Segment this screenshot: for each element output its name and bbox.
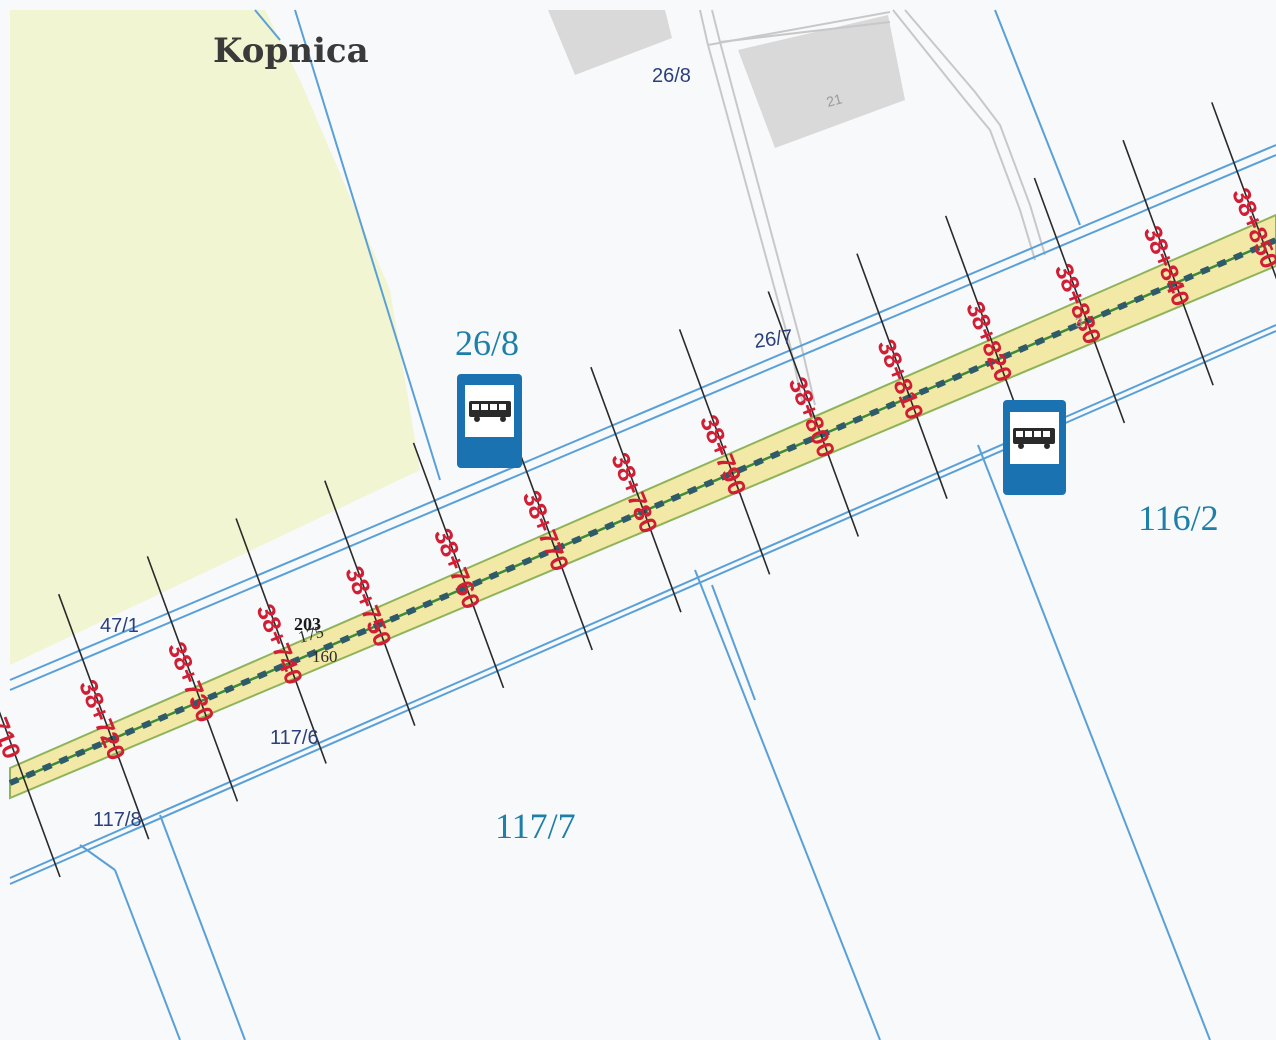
chainage-tick-line — [767, 291, 860, 537]
chainage-tick-line — [678, 329, 771, 575]
parcel-label-26-8-top: 26/8 — [652, 65, 691, 87]
road-surface — [9, 213, 1276, 800]
bus-stop-east — [1003, 400, 1066, 495]
place-name: Kopnica — [213, 31, 369, 71]
parcel-label-26-7: 26/7 — [753, 326, 795, 353]
bus-icon — [1013, 428, 1055, 449]
parcel-label-26-8-large: 26/8 — [455, 323, 519, 363]
chainage-tick-line — [57, 593, 150, 840]
bus-icon — [469, 401, 511, 422]
chainage-tick-line — [1211, 102, 1276, 280]
chainage-tick-line — [1033, 177, 1126, 424]
parcel-label-117-8: 117/8 — [93, 809, 142, 831]
building — [548, 10, 672, 75]
parcel-label-116-2: 116/2 — [1138, 498, 1219, 538]
chainage-tick-line — [146, 556, 239, 802]
parcel-label-117-7: 117/7 — [495, 806, 576, 846]
chainage-tick-line — [0, 711, 61, 878]
measurement-160: 160 — [312, 647, 338, 666]
bus-stop-west — [457, 374, 522, 468]
measurement-203: 203 — [294, 614, 321, 634]
parcel-label-47-1: 47/1 — [100, 615, 139, 637]
chainage-tick-line — [1122, 139, 1214, 386]
chainage-tick-line — [412, 442, 505, 689]
road-centerline-dashes — [8, 237, 1276, 786]
chainage-tick-line — [235, 518, 327, 764]
chainage-tick-line — [590, 366, 682, 613]
field-area — [10, 10, 420, 665]
chainage-tick-line — [324, 480, 416, 726]
chainage-tick-line — [856, 253, 948, 499]
parcel-label-117-6: 117/6 — [270, 727, 319, 749]
building-21 — [738, 15, 905, 148]
house-number: 3 — [1075, 314, 1083, 330]
access-path — [699, 9, 1046, 406]
building-number: 21 — [825, 90, 844, 110]
